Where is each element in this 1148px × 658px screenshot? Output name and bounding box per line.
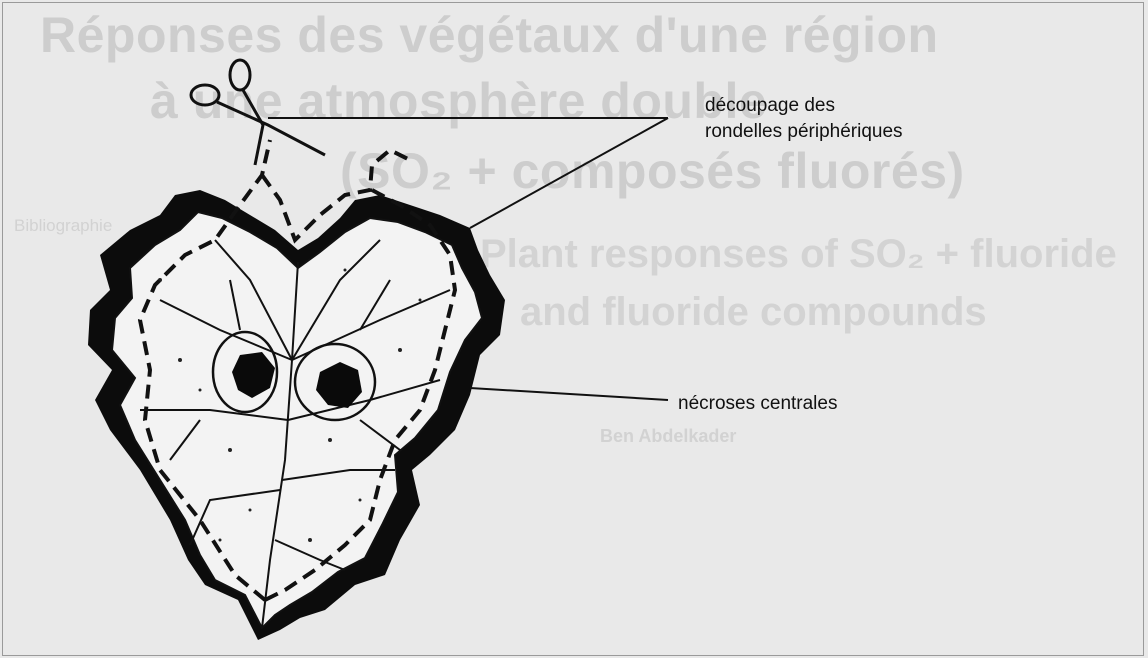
label-necrosis: nécroses centrales [678, 392, 837, 416]
label-cutting-line-1: découpage des [705, 94, 835, 118]
scissors-icon [191, 60, 325, 165]
label-cutting-line-2: rondelles périphériques [705, 120, 903, 144]
